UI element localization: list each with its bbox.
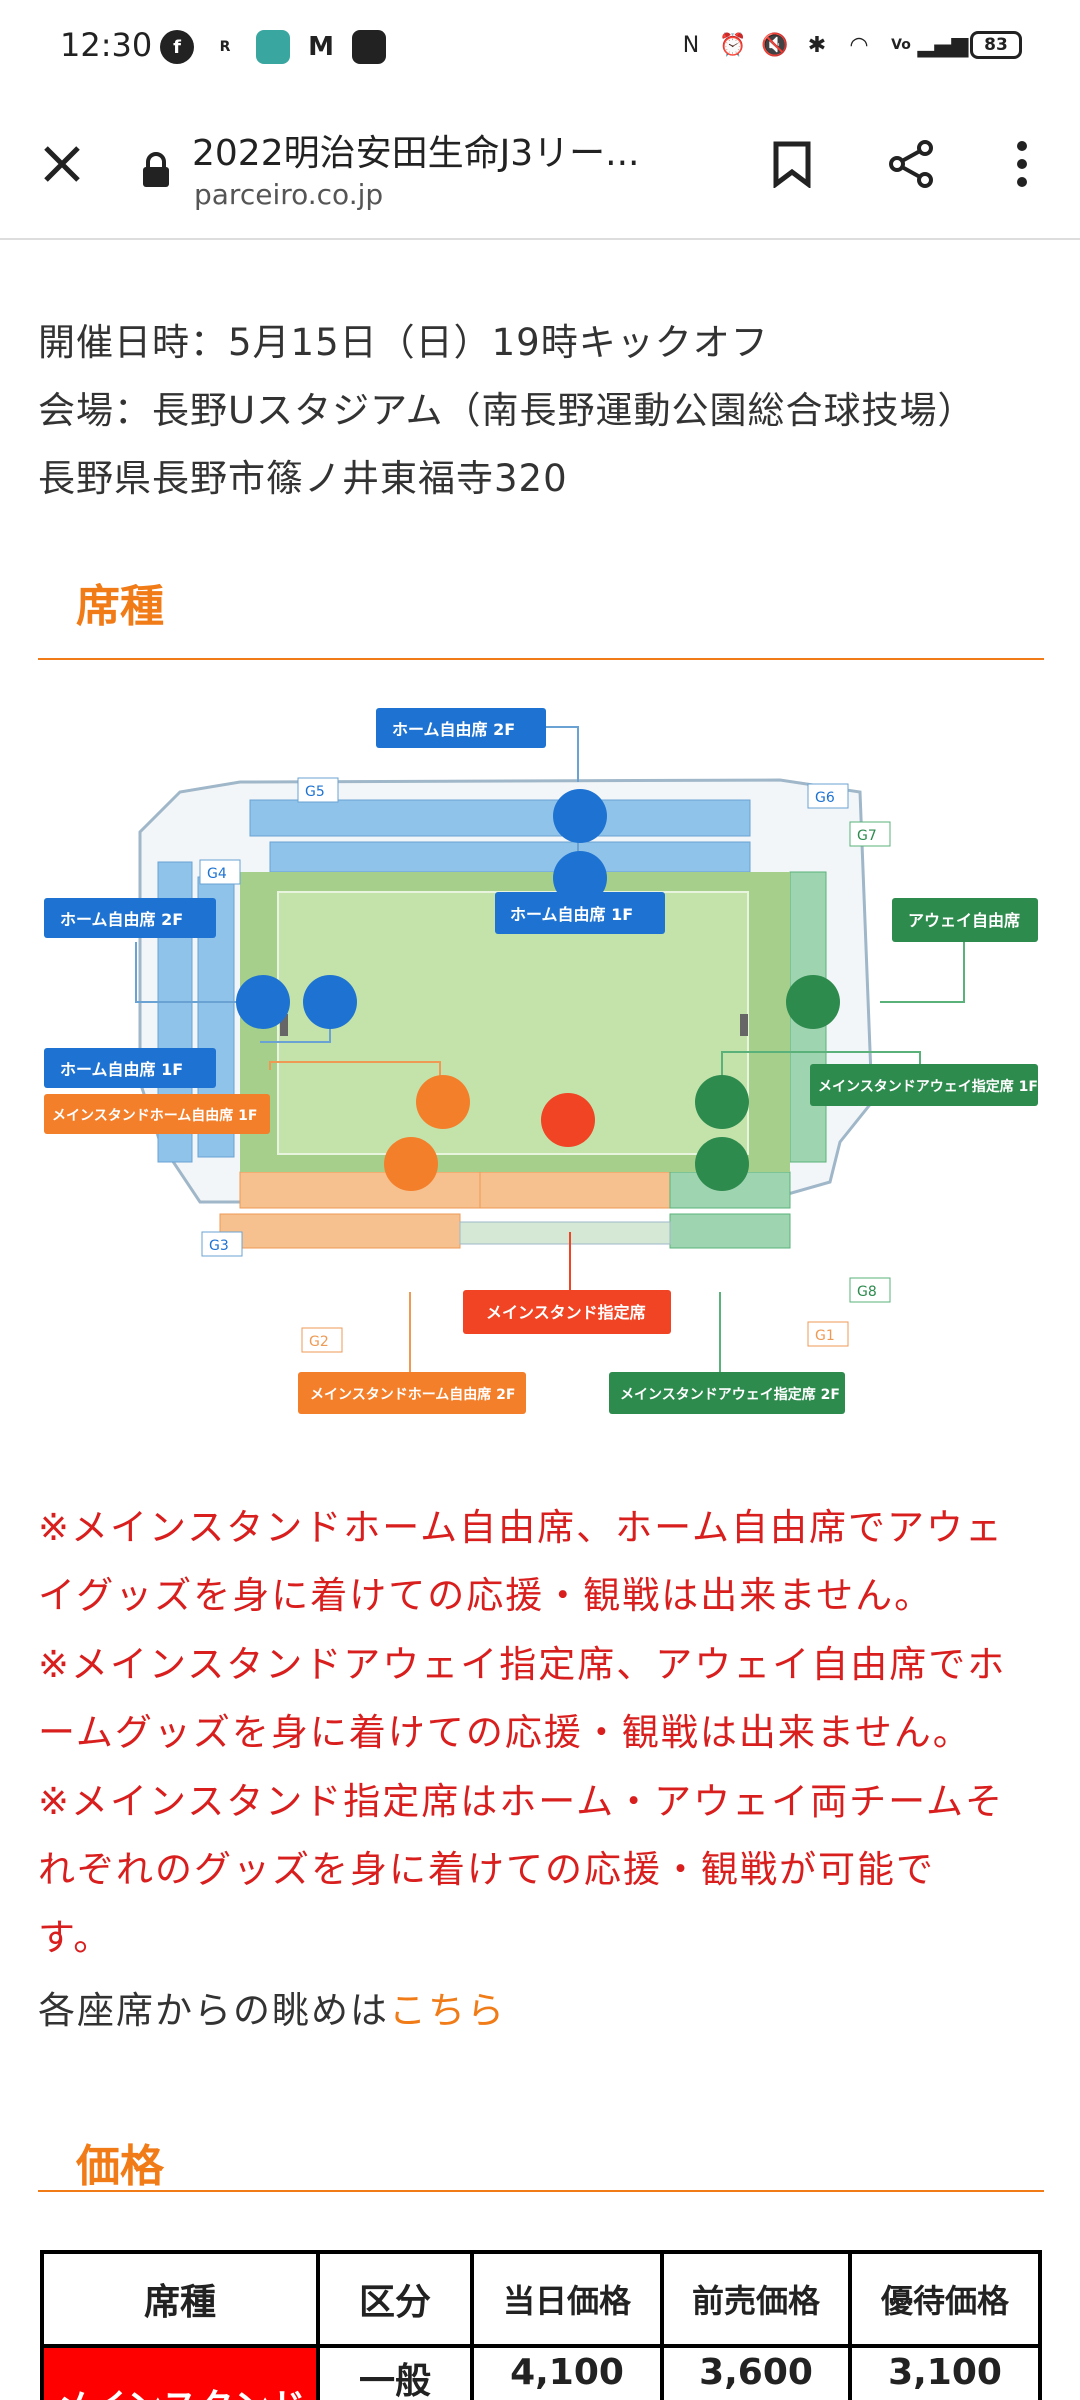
battery-icon: 83 (970, 31, 1022, 59)
header-discount-price: 優待価格 (848, 2250, 1042, 2348)
app-badge-icon (352, 30, 386, 64)
pitch (277, 891, 749, 1155)
share-button[interactable] (880, 132, 944, 196)
seats-divider (38, 658, 1044, 660)
marker-main-reserved[interactable] (541, 1093, 595, 1147)
event-venue: 会場：長野Uスタジアム（南長野運動公園総合球技場） (38, 389, 976, 432)
marker-main-away-reserved-2f[interactable] (695, 1137, 749, 1191)
volte-icon: Vo (891, 37, 911, 53)
signal-icon: ▂▄▆ (917, 32, 969, 58)
seat-markers (236, 789, 840, 1191)
gate-g3: G3 (209, 1238, 229, 1254)
marker-main-home-free-1f[interactable] (416, 1075, 470, 1129)
gate-g6: G6 (815, 790, 835, 806)
browser-toolbar: 2022明治安田生命J3リー... parceiro.co.jp (0, 96, 1080, 240)
gate-g2: G2 (309, 1334, 329, 1350)
header-day-price: 当日価格 (470, 2250, 664, 2348)
marker-main-away-reserved-1f[interactable] (695, 1075, 749, 1129)
note-2-line-1: ※メインスタンドアウェイ指定席、アウェイ自由席でホ (38, 1643, 1007, 1686)
gate-g7: G7 (857, 828, 877, 844)
cell-seat: メインスタンド (40, 2344, 320, 2400)
url-text[interactable]: parceiro.co.jp (194, 178, 384, 211)
seat-labels: ホーム自由席 2F ホーム自由席 1F ホーム自由席 2F ホーム自由席 1F … (44, 708, 1038, 1414)
stadium-seat-map: G5 G6 G7 G4 G3 G2 G1 G8 (44, 708, 1038, 1414)
notification-icons: f R M (160, 30, 386, 64)
label-main-home-free-2f[interactable]: メインスタンドホーム自由席 2F (310, 1386, 515, 1403)
lock-icon (143, 152, 169, 187)
label-main-reserved[interactable]: メインスタンド指定席 (486, 1303, 646, 1322)
more-vert-icon (1017, 141, 1027, 187)
gates: G5 G6 G7 G4 G3 G2 G1 G8 (199, 777, 891, 1353)
nfc-icon: N (682, 32, 700, 58)
gmail-icon: M (304, 30, 338, 64)
bookmark-icon (773, 141, 811, 188)
gate-g8: G8 (857, 1284, 877, 1300)
label-away-free[interactable]: アウェイ自由席 (908, 911, 1020, 930)
note-2: ※メインスタンドアウェイ指定席、アウェイ自由席でホ ームグッズを身に着けての応援… (38, 1631, 1048, 1767)
label-home-free-1f-left[interactable]: ホーム自由席 1F (60, 1060, 183, 1079)
seats-heading: 席種 (76, 581, 164, 632)
view-prefix: 各座席からの眺めは (38, 1989, 389, 2032)
note-1: ※メインスタンドホーム自由席、ホーム自由席でアウェ イグッズを身に着けての応援・… (38, 1494, 1048, 1630)
view-note: 各座席からの眺めはこちら (38, 1980, 506, 2034)
header-seat: 席種 (40, 2250, 320, 2348)
app-icon (256, 30, 290, 64)
marker-main-home-free-2f[interactable] (384, 1137, 438, 1191)
note-2-line-2: ームグッズを身に着けての応援・観戦は出来ません。 (38, 1711, 972, 1754)
price-divider (38, 2190, 1044, 2192)
cell-day-price: 4,100 (470, 2344, 664, 2400)
status-bar: 12:30 f R M N ⏰ 🔇 ✱ ◠ Vo ▂▄▆ 83 (0, 0, 1080, 96)
back-stand-seats (249, 799, 751, 873)
event-date: 開催日時：5月15日（日）19時キックオフ (38, 321, 769, 364)
label-home-free-2f-top[interactable]: ホーム自由席 2F (392, 720, 515, 739)
note-3-line-3: す。 (38, 1916, 113, 1959)
marker-away-free[interactable] (786, 975, 840, 1029)
view-link[interactable]: こちら (389, 1989, 506, 2032)
page-content[interactable]: 開催日時：5月15日（日）19時キックオフ 会場：長野Uスタジアム（南長野運動公… (0, 242, 1080, 2400)
more-menu-button[interactable] (990, 132, 1054, 196)
gate-g1: G1 (815, 1328, 835, 1344)
marker-home-free-1f-left[interactable] (303, 975, 357, 1029)
main-stand-seats (219, 1171, 791, 1249)
wifi-icon: ◠ (849, 32, 869, 58)
alarm-icon: ⏰ (719, 32, 747, 58)
close-button[interactable] (30, 132, 94, 196)
header-advance-price: 前売価格 (660, 2250, 852, 2348)
table-row: メインスタンド 一般 4,100 3,600 3,100 (40, 2344, 1042, 2400)
event-address: 長野県長野市篠ノ井東福寺320 (38, 457, 568, 500)
note-3-line-2: れぞれのグッズを身に着けての応援・観戦が可能で (38, 1848, 935, 1891)
label-main-away-reserved-1f[interactable]: メインスタンドアウェイ指定席 1F (818, 1078, 1038, 1095)
close-icon (44, 146, 80, 182)
bluetooth-icon: ✱ (807, 32, 827, 58)
note-3-line-1: ※メインスタンド指定席はホーム・アウェイ両チームそ (38, 1780, 1005, 1823)
marker-home-free-2f-top[interactable] (553, 789, 607, 843)
label-home-free-1f-top[interactable]: ホーム自由席 1F (510, 905, 633, 924)
price-table: 席種 区分 当日価格 前売価格 優待価格 メインスタンド 一般 4,100 3,… (40, 2250, 1042, 2400)
note-3: ※メインスタンド指定席はホーム・アウェイ両チームそ れぞれのグッズを身に着けての… (38, 1768, 1048, 1972)
cell-category: 一般 (316, 2344, 474, 2400)
gate-g5: G5 (305, 784, 325, 800)
mute-icon: 🔇 (761, 32, 789, 58)
gate-g4: G4 (207, 866, 227, 882)
page-title[interactable]: 2022明治安田生命J3リー... (192, 133, 640, 174)
header-category: 区分 (316, 2250, 474, 2348)
system-icons: N ⏰ 🔇 ✱ ◠ Vo ▂▄▆ 83 (676, 30, 1022, 60)
label-main-away-reserved-2f[interactable]: メインスタンドアウェイ指定席 2F (620, 1386, 840, 1403)
share-icon (889, 140, 933, 188)
cell-advance-price: 3,600 (660, 2344, 852, 2400)
price-heading: 価格 (76, 2141, 164, 2192)
label-main-home-free-1f[interactable]: メインスタンドホーム自由席 1F (52, 1107, 257, 1124)
status-time: 12:30 (60, 26, 153, 64)
cell-discount-price: 3,100 (848, 2344, 1042, 2400)
note-1-line-2: イグッズを身に着けての応援・観戦は出来ません。 (38, 1574, 934, 1617)
table-header-row: 席種 区分 当日価格 前売価格 優待価格 (40, 2250, 1042, 2348)
bookmark-button[interactable] (760, 132, 824, 196)
marker-home-free-1f-top[interactable] (553, 851, 607, 905)
facebook-icon: f (160, 30, 194, 64)
label-home-free-2f-left[interactable]: ホーム自由席 2F (60, 910, 183, 929)
marker-home-free-2f-left[interactable] (236, 975, 290, 1029)
note-1-line-1: ※メインスタンドホーム自由席、ホーム自由席でアウェ (38, 1506, 1005, 1549)
rpoint-icon: R (208, 30, 242, 64)
